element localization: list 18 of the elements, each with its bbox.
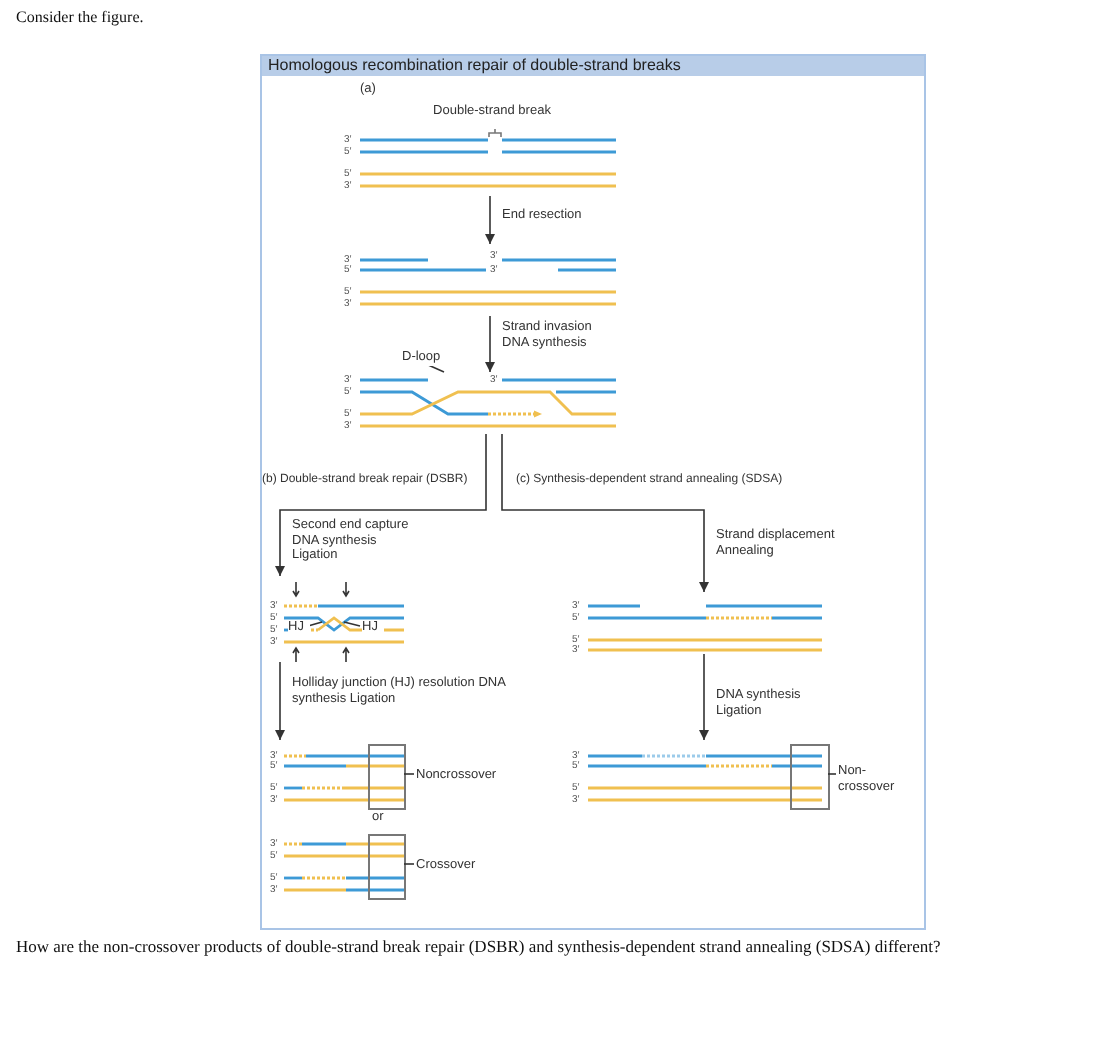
panel-title: Homologous recombination repair of double-strand breaks [262,56,924,76]
arrow [485,315,495,373]
arrow [699,653,709,741]
arrow [275,433,487,577]
leader-line [403,773,415,775]
highlight-frame [790,744,830,810]
arrow [485,195,495,245]
leader-line [827,773,837,775]
highlight-frame [368,834,406,900]
leader-line [403,863,415,865]
prompt-text: Consider the figure. [16,8,146,29]
leader-line [425,363,445,373]
arrow [275,661,285,741]
arrow [501,433,709,593]
highlight-frame [368,744,406,810]
leader-line [307,621,323,627]
question-text: How are the non-crossover products of double-strand break repair (DSBR) and synthesis-dependent strand annealing (SDSA) different? [16,936,943,959]
leader-line [343,621,361,627]
